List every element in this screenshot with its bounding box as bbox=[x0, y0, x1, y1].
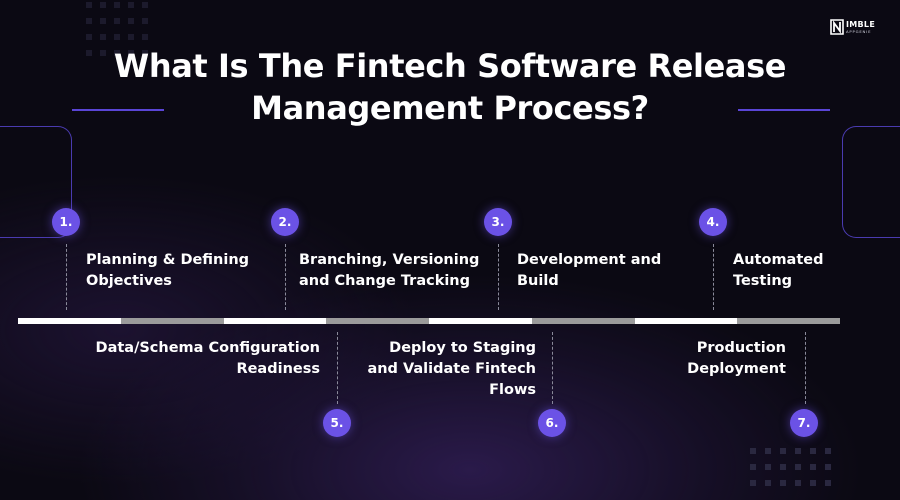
page-title: What Is The Fintech Software Release Man… bbox=[100, 45, 800, 129]
axis-segment bbox=[737, 318, 840, 324]
title-line-1: What Is The Fintech Software Release bbox=[113, 47, 787, 85]
step-2-label: Branching, Versioning and Change Trackin… bbox=[299, 252, 480, 289]
logo-tagline: APPGENIE bbox=[846, 28, 872, 34]
dot-grid-bottom bbox=[750, 446, 834, 500]
logo-name: IMBLE bbox=[846, 19, 876, 29]
step-7-badge: 7. bbox=[790, 409, 818, 437]
decorative-frame-left bbox=[0, 126, 72, 238]
step-2-badge: 2. bbox=[271, 208, 299, 236]
title-underline-left bbox=[72, 109, 164, 111]
axis-segment bbox=[531, 318, 635, 324]
dot-grid-top bbox=[86, 0, 150, 60]
step-6-badge: 6. bbox=[538, 409, 566, 437]
step-2-connector bbox=[285, 244, 286, 310]
step-4-connector bbox=[713, 244, 714, 310]
step-4-label: Automated Testing bbox=[733, 252, 824, 289]
step-3-badge: 3. bbox=[484, 208, 512, 236]
step-5-badge: 5. bbox=[323, 409, 351, 437]
brand-logo[interactable]: IMBLE APPGENIE bbox=[830, 19, 875, 35]
axis-segment bbox=[223, 318, 327, 324]
step-5-connector bbox=[337, 332, 338, 404]
step-4-badge: 4. bbox=[699, 208, 727, 236]
step-3-label: Development and Build bbox=[517, 252, 662, 289]
axis-segment bbox=[326, 318, 429, 324]
logo-n-icon bbox=[830, 19, 844, 35]
step-1-connector bbox=[66, 244, 67, 310]
axis-segment bbox=[634, 318, 738, 324]
axis-segment bbox=[120, 318, 224, 324]
title-line-2: Management Process? bbox=[251, 89, 649, 127]
step-1-label: Planning & Defining Objectives bbox=[86, 252, 250, 289]
axis-segment bbox=[18, 318, 121, 324]
step-7-connector bbox=[805, 332, 806, 404]
step-7-label: Production Deployment bbox=[687, 340, 786, 377]
timeline-axis bbox=[18, 318, 840, 324]
step-3-connector bbox=[498, 244, 499, 310]
decorative-frame-right bbox=[842, 126, 900, 238]
step-6-label: Deploy to Staging and Validate Fintech F… bbox=[367, 340, 536, 398]
step-6-connector bbox=[552, 332, 553, 404]
title-underline-right bbox=[738, 109, 830, 111]
step-1-badge: 1. bbox=[52, 208, 80, 236]
axis-segment bbox=[429, 318, 532, 324]
step-5-label: Data/Schema Configuration Readiness bbox=[95, 340, 320, 377]
